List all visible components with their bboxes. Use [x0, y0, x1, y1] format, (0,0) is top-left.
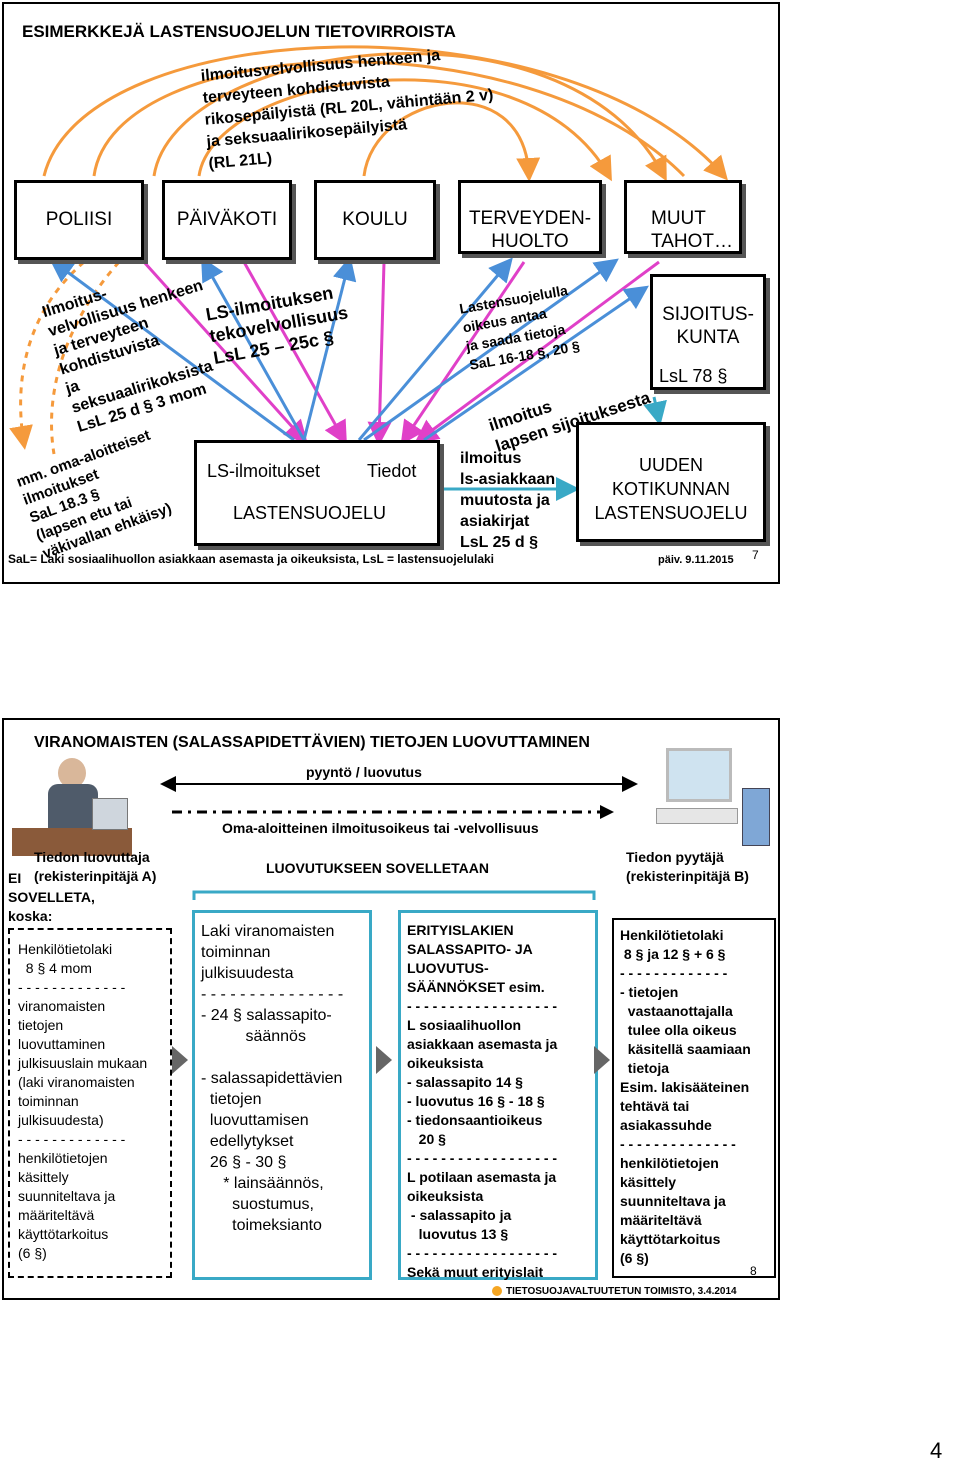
applied-label: LUOVUTUKSEEN SOVELLETAAN [266, 860, 489, 876]
slide2-title: VIRANOMAISTEN (SALASSAPIDETTÄVIEN) TIETO… [34, 734, 590, 751]
box-terveydenhuolto: TERVEYDEN- HUOLTO [458, 180, 602, 254]
slide2-page-number: 8 [750, 1264, 757, 1278]
page-number: 4 [930, 1438, 943, 1463]
box-uuden-kotikunnan: UUDEN KOTIKUNNAN LASTENSUOJELU [576, 422, 766, 542]
request-label: pyyntö / luovutus [306, 764, 422, 780]
arrows-layer [9, 45, 728, 501]
arrow-right-1 [172, 1046, 188, 1074]
slide1-page-number: 7 [752, 548, 759, 562]
column-julkisuuslaki: Laki viranomaisten toiminnan julkisuudes… [192, 910, 372, 1280]
arrow-right-3 [594, 1046, 610, 1074]
column-erityislait: ERITYISLAKIEN SALASSAPITO- JA LUOVUTUS- … [398, 910, 598, 1280]
slide-tietovirrat: ESIMERKKEJÄ LASTENSUOJELUN TIETOVIRROIST… [2, 2, 780, 584]
ei-label: EI [8, 870, 22, 886]
slide1-footer: SaL= Laki sosiaalihuollon asiakkaan asem… [8, 552, 495, 566]
column-henkilotietolaki-b: Henkilötietolaki 8 § ja 12 § + 6 § - - -… [612, 918, 776, 1278]
computer-icon [656, 748, 776, 848]
box-lastensuojelu: LS-ilmoitukset Tiedot LASTENSUOJELU [194, 440, 440, 546]
own-initiative-label: Oma-aloitteinen ilmoitusoikeus tai -velv… [222, 820, 539, 836]
ilmoitus-text: ilmoitus ls-asiakkaan muutosta ja asiaki… [460, 450, 556, 551]
box-poliisi: POLIISI [14, 180, 144, 260]
box-paivakoti: PÄIVÄKOTI [162, 180, 292, 260]
column-henkilotietolaki-a: Henkilötietolaki 8 § 4 mom - - - - - - -… [8, 928, 172, 1278]
ei-sovelleta-label: SOVELLETA, koska: [8, 889, 95, 924]
person-at-desk-icon [12, 758, 132, 856]
box-koulu: KOULU [314, 180, 436, 260]
arc-1 [152, 52, 667, 182]
box-sijoituskunta: SIJOITUS- KUNTA LsL 78 § [650, 274, 766, 390]
slide-tietojen-luovuttaminen: VIRANOMAISTEN (SALASSAPIDETTÄVIEN) TIETO… [2, 718, 780, 1300]
arc-3 [362, 101, 541, 182]
slide2-footer: TIETOSUOJAVALTUUTETUN TOIMISTO, 3.4.2014 [506, 1286, 737, 1297]
arrow-right-2 [376, 1046, 392, 1074]
arc-4 [42, 45, 728, 181]
slide1-title: ESIMERKKEJÄ LASTENSUOJELUN TIETOVIRROIST… [22, 22, 456, 41]
slide2-arrows [160, 776, 638, 900]
box-muut-tahot: MUUT TAHOT… [624, 180, 742, 254]
arc-2 [197, 78, 612, 182]
slide1-date: päiv. 9.11.2015 [658, 554, 734, 566]
arc-5 [92, 60, 686, 178]
tietosuoja-logo-icon [492, 1286, 502, 1296]
provider-label: Tiedon luovuttaja (rekisterinpitäjä A) [34, 849, 157, 884]
requester-label: Tiedon pyytäjä (rekisterinpitäjä B) [626, 849, 749, 884]
